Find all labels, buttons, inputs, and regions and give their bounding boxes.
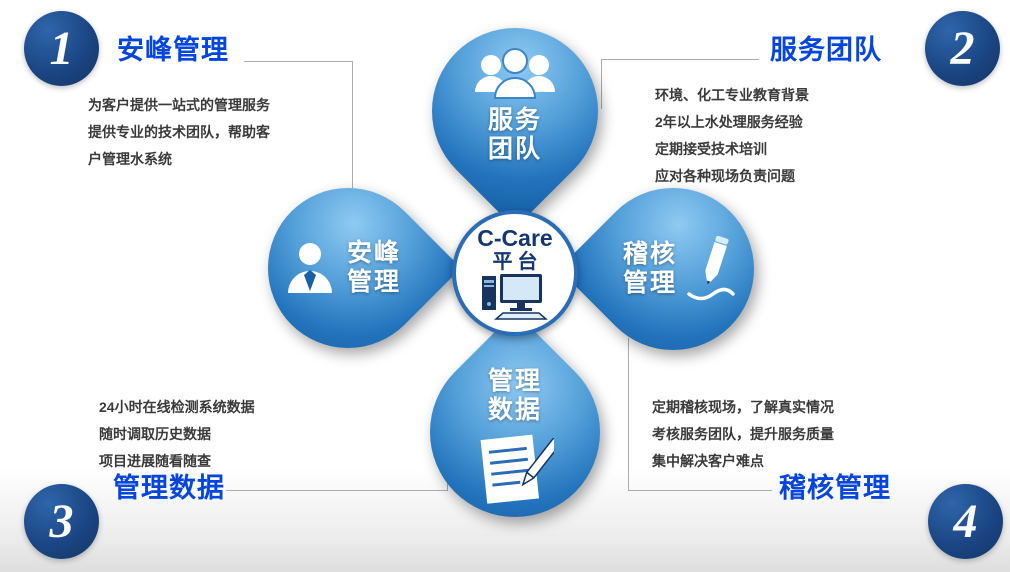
petal-label-line: 安峰 [346, 239, 401, 267]
connector-tl-vertical [352, 61, 353, 190]
connector-br-vertical [628, 338, 629, 490]
step-number: 4 [953, 495, 978, 548]
section-label-data: 管理数据 [113, 473, 225, 503]
petal-label-line: 数据 [487, 396, 542, 424]
petal-label-line: 稽核 [622, 240, 677, 268]
document-pen-icon [480, 434, 554, 504]
petal-label-anfeng: 安峰 管理 [347, 239, 401, 297]
section-text-anfeng: 为客户提供一站式的管理服务 提供专业的技术团队，帮助客 户管理水系统 [88, 97, 270, 167]
connector-tl-horizontal [244, 61, 352, 62]
step-badge-4: 4 [928, 484, 1003, 559]
step-number: 1 [49, 22, 74, 75]
team-icon [475, 48, 555, 99]
petal-label-line: 管理 [487, 367, 542, 395]
petal-service-team: 服务 团队 [397, 0, 633, 229]
section-label-anfeng: 安峰管理 [117, 35, 229, 65]
hub-title: C-Care [477, 225, 553, 251]
petal-label-data: 管理 数据 [488, 367, 542, 425]
petal-label-service-team: 服务 团队 [488, 106, 542, 164]
hub-subtitle: 平台 [492, 251, 543, 273]
petal-audit-management: 稽核 管理 [558, 154, 788, 384]
petal-label-line: 管理 [622, 269, 677, 297]
section-text-service: 环境、化工专业教育背景 2年以上水处理服务经验 定期接受技术培训 应对各种现场负… [655, 87, 809, 184]
step-badge-1: 1 [24, 11, 99, 86]
person-icon [287, 243, 332, 293]
step-badge-3: 3 [24, 484, 99, 559]
center-platform: C-Care 平台 [452, 210, 578, 336]
connector-br-horizontal [628, 490, 772, 491]
petal-label-line: 团队 [487, 135, 542, 163]
section-label-service: 服务团队 [770, 35, 882, 65]
petal-anfeng-management: 安峰 管理 [234, 154, 462, 382]
section-text-data: 24小时在线检测系统数据 随时调取历史数据 项目进展随看随查 [99, 399, 255, 469]
step-number: 3 [49, 495, 74, 548]
petal-label-line: 服务 [487, 106, 542, 134]
connector-tr-horizontal [601, 59, 759, 60]
computer-icon [482, 274, 549, 320]
petal-label-line: 管理 [346, 268, 401, 296]
petal-label-audit: 稽核 管理 [623, 240, 677, 298]
step-number: 2 [950, 22, 975, 75]
pencil-icon [687, 236, 735, 301]
connector-bl-horizontal [226, 490, 448, 491]
connector-tr-vertical [601, 59, 602, 109]
section-text-audit: 定期稽核现场，了解真实情况 考核服务团队，提升服务质量 集中解决客户难点 [652, 399, 834, 469]
petal-management-data: 管理 数据 [394, 311, 636, 553]
step-badge-2: 2 [925, 11, 1000, 86]
section-label-audit: 稽核管理 [779, 473, 891, 503]
